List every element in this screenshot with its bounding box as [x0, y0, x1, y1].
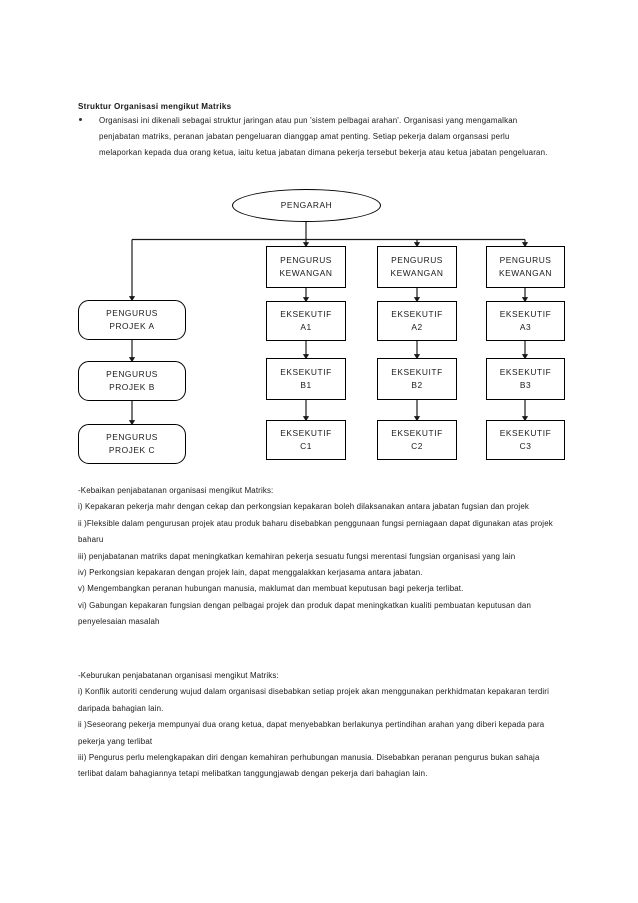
node-label-line2: C1	[300, 441, 312, 451]
node-label-line1: PENGURUS	[106, 368, 158, 379]
node-pengurus-projek-b[interactable]: PENGURUS PROJEK B	[78, 361, 186, 401]
node-eksekutif-a3[interactable]: EKSEKUTIF A3	[486, 301, 565, 341]
node-label-line2: A1	[300, 322, 312, 332]
node-label-line2: PROJEK C	[108, 445, 156, 455]
node-pengurus-projek-c[interactable]: PENGURUS PROJEK C	[78, 424, 186, 464]
node-label-line1: EKSEKUTIF	[499, 366, 552, 377]
node-eksekutif-c3[interactable]: EKSEKUTIF C3	[486, 420, 565, 460]
node-label-line2: B3	[519, 380, 532, 390]
node-pengurus-projek-a[interactable]: PENGURUS PROJEK A	[78, 300, 186, 340]
node-label-line2: B1	[300, 380, 312, 390]
node-eksekutif-a2[interactable]: EKSEKUTIF A2	[377, 301, 457, 341]
node-pengurus-kewangan-3[interactable]: PENGURUS KEWANGAN	[486, 246, 565, 288]
node-label-line1: PENGURUS	[106, 431, 158, 442]
advantages-item: vi) Gabungan kepakaran fungsian dengan p…	[78, 600, 532, 627]
node-label-line2: A3	[519, 322, 532, 332]
disadvantages-section: -Keburukan penjabatanan organisasi mengi…	[78, 668, 562, 783]
node-label-line1: PENGURUS	[280, 254, 332, 265]
node-label-line1: PENGURUS	[106, 307, 158, 318]
advantages-item: v) Mengembangkan peranan hubungan manusi…	[78, 584, 464, 594]
advantages-item: iii) penjabatanan matriks dapat meningka…	[78, 551, 516, 561]
node-eksekutif-b1[interactable]: EKSEKUTIF B1	[266, 358, 346, 400]
node-eksekutif-b3[interactable]: EKSEKUTIF B3	[486, 358, 565, 400]
advantages-title: -Kebaikan penjabatanan organisasi mengik…	[78, 486, 274, 495]
advantages-item: i) Kepakaran pekerja mahr dengan cekap d…	[78, 502, 529, 512]
intro-paragraph: Organisasi ini dikenali sebagai struktur…	[99, 116, 548, 158]
node-label-line2: C3	[519, 441, 532, 451]
node-label-line1: PENGURUS	[391, 254, 443, 265]
node-label-line1: EKSEKUTIF	[391, 427, 443, 438]
node-pengurus-kewangan-1[interactable]: PENGURUS KEWANGAN	[266, 246, 346, 288]
node-label-line1: EKSEKUTIF	[499, 308, 552, 319]
node-label-line2: C2	[411, 441, 423, 451]
disadvantages-item: iii) Pengurus perlu melengkapakan diri d…	[78, 753, 540, 779]
bullet-marker	[79, 118, 82, 121]
node-label-line2: A2	[411, 322, 423, 332]
disadvantages-item: ii )Seseorang pekerja mempunyai dua oran…	[78, 720, 545, 746]
node-label-line2: KEWANGAN	[499, 268, 552, 278]
node-label-line2: PROJEK A	[109, 321, 155, 331]
node-pengarah[interactable]: PENGARAH	[232, 189, 381, 222]
node-pengurus-kewangan-2[interactable]: PENGURUS KEWANGAN	[377, 246, 457, 288]
node-label-line2: KEWANGAN	[390, 268, 444, 278]
disadvantages-item: i) Konflik autoriti cenderung wujud dala…	[78, 687, 549, 713]
node-label-line1: EKSEKUITF	[391, 366, 443, 377]
page-title: Struktur Organisasi mengikut Matriks	[78, 102, 232, 111]
advantages-item: iv) Perkongsian kepakaran dengan projek …	[78, 568, 423, 578]
node-label-line1: EKSEKUTIF	[391, 308, 443, 319]
node-label-line2: B2	[411, 380, 423, 390]
disadvantages-title: -Keburukan penjabatanan organisasi mengi…	[78, 671, 279, 680]
advantages-section: -Kebaikan penjabatanan organisasi mengik…	[78, 483, 562, 631]
node-eksekutif-c1[interactable]: EKSEKUTIF C1	[266, 420, 346, 460]
node-eksekutif-b2[interactable]: EKSEKUITF B2	[377, 358, 457, 400]
node-eksekutif-a1[interactable]: EKSEKUTIF A1	[266, 301, 346, 341]
node-label-line1: EKSEKUTIF	[499, 427, 552, 438]
node-label-line1: EKSEKUTIF	[280, 366, 332, 377]
node-label-line1: EKSEKUTIF	[280, 308, 332, 319]
node-label-line1: PENGURUS	[499, 254, 552, 265]
node-label: PENGARAH	[280, 199, 333, 210]
node-label-line2: PROJEK B	[109, 382, 155, 392]
node-label-line2: KEWANGAN	[279, 268, 333, 278]
node-label-line1: EKSEKUTIF	[280, 427, 332, 438]
node-eksekutif-c2[interactable]: EKSEKUTIF C2	[377, 420, 457, 460]
advantages-item: ii )Fleksible dalam pengurusan projek at…	[78, 518, 553, 545]
